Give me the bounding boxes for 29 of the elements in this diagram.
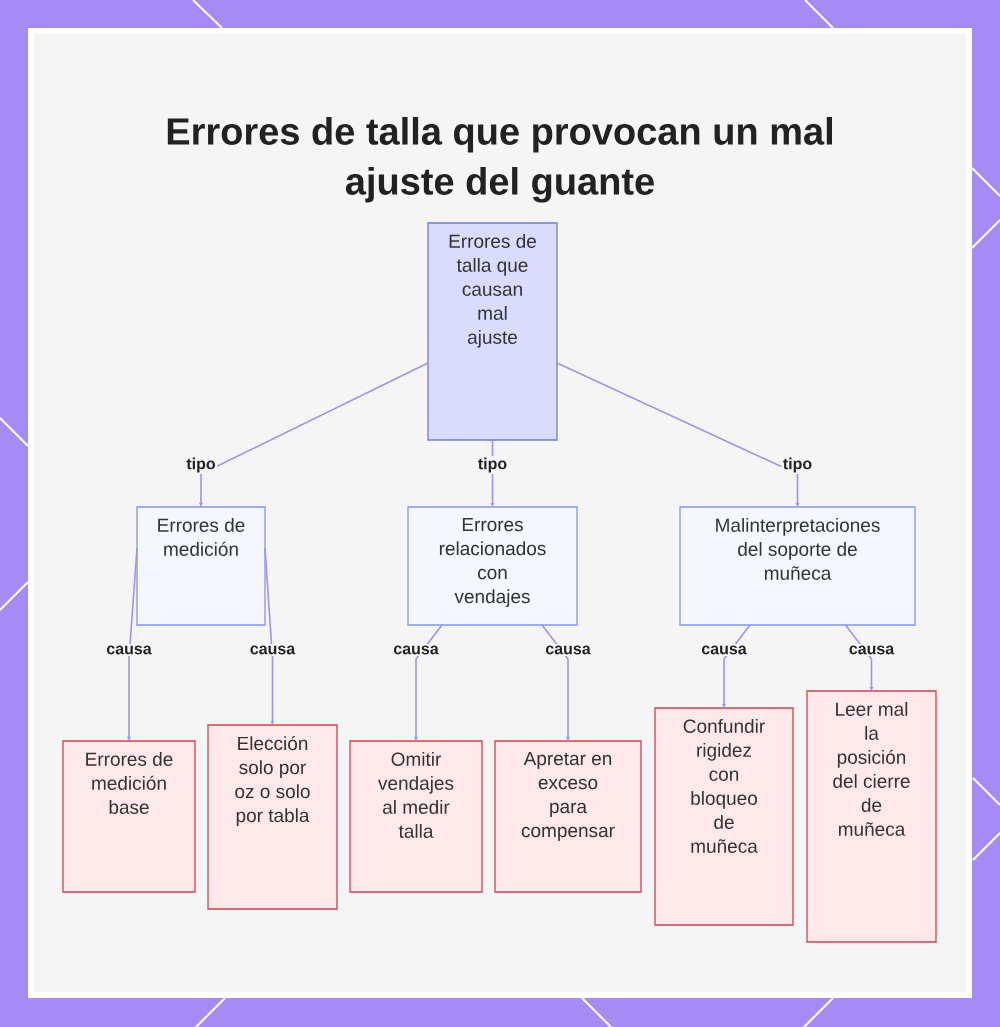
connector — [414, 624, 443, 741]
cause-box: Errores de medición base — [62, 740, 196, 893]
cause-box: Confundir rigidez con bloqueo de muñeca — [654, 707, 794, 926]
cause-box: Leer mal la posición del cierre de muñeca — [806, 690, 937, 943]
category-box: Malinterpretaciones del soporte de muñeca — [679, 506, 916, 626]
connector — [127, 547, 138, 741]
connector — [264, 547, 275, 725]
edge-label: tipo — [781, 456, 814, 474]
cause-box: Apretar en exceso para compensar — [494, 740, 642, 893]
edge-label: tipo — [476, 456, 509, 474]
connector — [556, 362, 800, 507]
edge-label: causa — [847, 644, 896, 656]
cause-box: Elección solo por oz o solo por tabla — [207, 724, 338, 910]
edge-label: causa — [391, 644, 441, 656]
connector — [722, 624, 751, 708]
title: Errores de talla que provocan un mal ajuste del guante — [167, 117, 832, 203]
category-box: Errores de medición — [136, 506, 266, 626]
connector — [490, 439, 495, 507]
edge-label: causa — [543, 644, 593, 656]
connector — [844, 624, 874, 691]
edge-label: causa — [104, 644, 154, 656]
edge-label: causa — [248, 644, 297, 656]
connector — [199, 362, 429, 507]
edge-label: causa — [699, 644, 749, 656]
root-box: Errores de talla que causan mal ajuste — [427, 222, 558, 441]
category-box: Errores relacionados con vendajes — [407, 506, 578, 626]
edge-label: tipo — [184, 456, 218, 474]
cause-box: Omitir vendajes al medir talla — [349, 740, 483, 893]
connector — [541, 624, 570, 741]
